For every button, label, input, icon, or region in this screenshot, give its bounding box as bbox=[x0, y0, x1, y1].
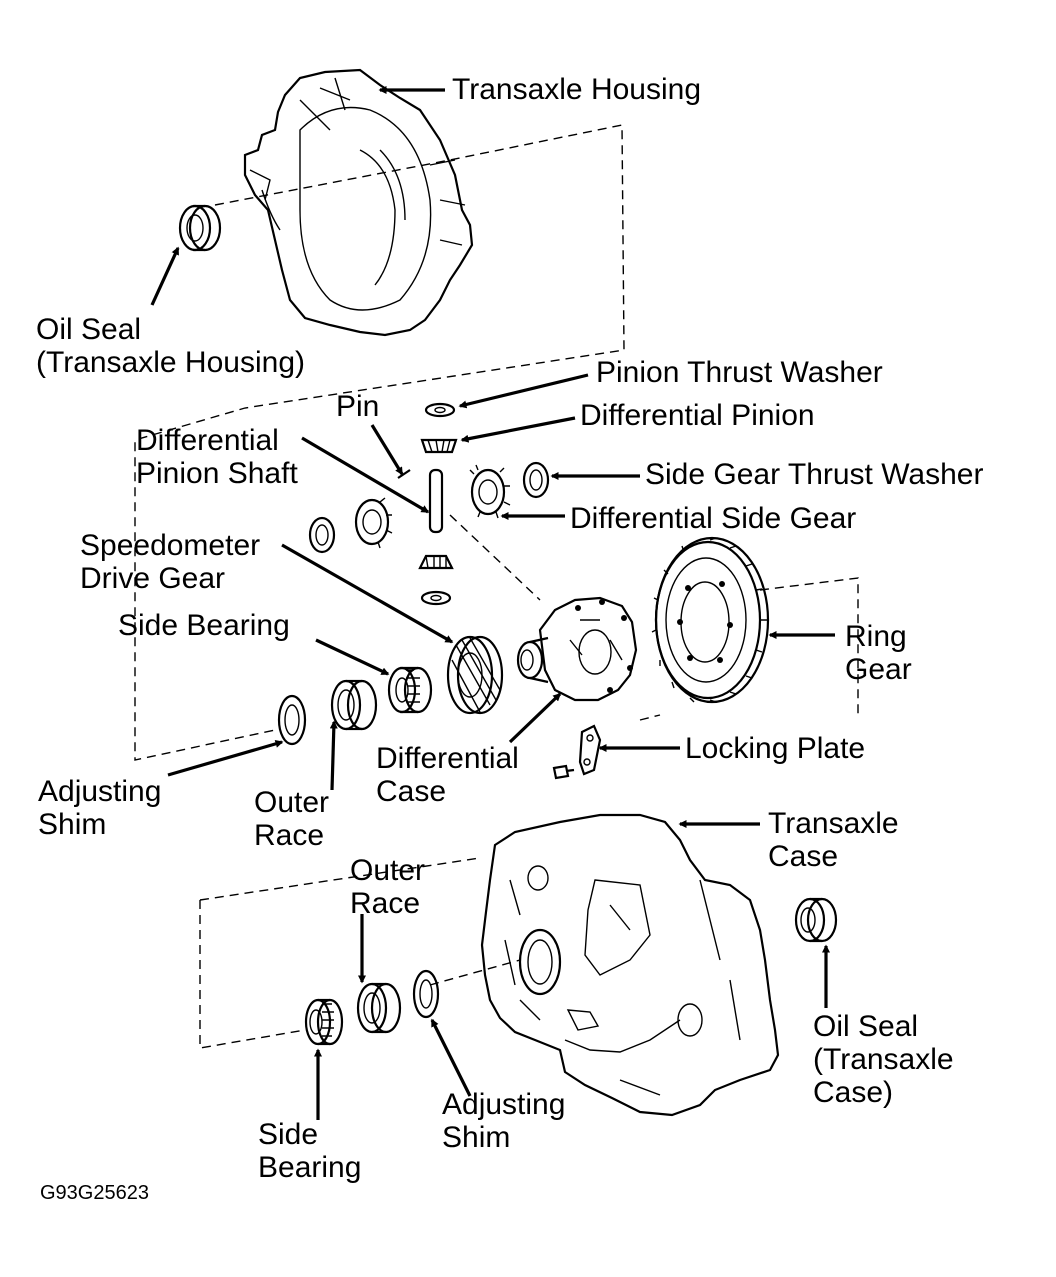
label-outer-race-upper-line2: Race bbox=[254, 819, 325, 852]
side-bearing-lower-drawing bbox=[304, 998, 344, 1046]
arrow-adjusting-shim-upper bbox=[167, 739, 284, 777]
label-differential-case-line1: Differential bbox=[376, 742, 519, 775]
outer-race-upper-drawing bbox=[330, 679, 378, 731]
arrow-adjusting-shim-lower bbox=[430, 1018, 472, 1097]
differential-case-drawing bbox=[516, 596, 638, 702]
transaxle-case-drawing bbox=[480, 813, 780, 1117]
figure-code: G93G25623 bbox=[40, 1182, 149, 1204]
arrow-pinion-thrust-washer bbox=[458, 373, 589, 409]
label-oil-seal-case-line2: (Transaxle bbox=[813, 1043, 954, 1076]
adjusting-shim-lower-drawing bbox=[412, 969, 440, 1019]
label-oil-seal-case-line3: Case) bbox=[813, 1076, 894, 1109]
transaxle-housing-drawing bbox=[243, 68, 474, 337]
label-adjusting-shim-upper-line2: Shim bbox=[38, 808, 107, 841]
arrow-oil-seal-housing bbox=[150, 246, 180, 306]
locking-plate-drawing bbox=[552, 724, 602, 780]
label-oil-seal-housing-line1: Oil Seal bbox=[36, 313, 142, 346]
label-ring-gear-line2: Gear bbox=[845, 653, 912, 686]
assembly-dashed-lines bbox=[134, 124, 859, 1049]
arrow-pin bbox=[370, 424, 404, 476]
label-pin: Pin bbox=[336, 390, 380, 423]
label-side-bearing-lower-line2: Bearing bbox=[258, 1151, 362, 1184]
label-ring-gear-line1: Ring bbox=[845, 620, 907, 653]
label-side-bearing-lower-line1: Side bbox=[258, 1118, 319, 1151]
label-pinion-thrust-washer: Pinion Thrust Washer bbox=[596, 356, 883, 389]
arrow-speedometer-drive-gear bbox=[281, 543, 454, 644]
label-adjusting-shim-lower-line1: Adjusting bbox=[442, 1088, 566, 1121]
label-locking-plate: Locking Plate bbox=[685, 732, 866, 765]
leader-arrows bbox=[150, 86, 835, 1120]
side-bearing-upper-drawing bbox=[387, 666, 433, 714]
label-speedometer-drive-gear-line2: Drive Gear bbox=[80, 562, 226, 595]
label-side-gear-thrust-washer: Side Gear Thrust Washer bbox=[645, 458, 984, 491]
label-differential-pinion-shaft-line1: Differential bbox=[136, 424, 279, 457]
label-outer-race-lower-line1: Outer bbox=[350, 854, 426, 887]
side-gears-drawing bbox=[308, 461, 550, 554]
label-oil-seal-housing-line2: (Transaxle Housing) bbox=[36, 346, 305, 379]
label-transaxle-case-line2: Case bbox=[768, 840, 839, 873]
pinion-parts-drawing bbox=[397, 402, 458, 606]
label-adjusting-shim-upper-line1: Adjusting bbox=[38, 775, 162, 808]
arrow-differential-pinion bbox=[460, 416, 576, 443]
speedometer-gear-drawing bbox=[446, 635, 504, 715]
label-differential-case-line2: Case bbox=[376, 775, 447, 808]
label-outer-race-lower-line2: Race bbox=[350, 887, 421, 920]
label-transaxle-case-line1: Transaxle bbox=[768, 807, 899, 840]
arrow-differential-case bbox=[508, 692, 562, 744]
arrow-side-bearing-upper bbox=[315, 638, 390, 676]
label-oil-seal-case-line1: Oil Seal bbox=[813, 1010, 919, 1043]
outer-race-lower-drawing bbox=[356, 982, 402, 1034]
adjusting-shim-upper-drawing bbox=[277, 694, 307, 746]
ring-gear-drawing bbox=[651, 536, 770, 704]
oil-seal-housing-drawing bbox=[178, 204, 222, 252]
label-differential-pinion-shaft-line2: Pinion Shaft bbox=[136, 457, 298, 490]
oil-seal-case-drawing bbox=[794, 897, 838, 943]
arrow-outer-race-upper bbox=[329, 720, 338, 791]
label-side-bearing-upper: Side Bearing bbox=[118, 609, 290, 642]
label-differential-pinion: Differential Pinion bbox=[580, 399, 815, 432]
label-adjusting-shim-lower-line2: Shim bbox=[442, 1121, 511, 1154]
label-transaxle-housing: Transaxle Housing bbox=[452, 73, 702, 106]
label-differential-side-gear: Differential Side Gear bbox=[570, 502, 857, 535]
label-speedometer-drive-gear-line1: Speedometer bbox=[80, 529, 261, 562]
label-outer-race-upper-line1: Outer bbox=[254, 786, 330, 819]
arrow-differential-pinion-shaft bbox=[301, 436, 430, 514]
